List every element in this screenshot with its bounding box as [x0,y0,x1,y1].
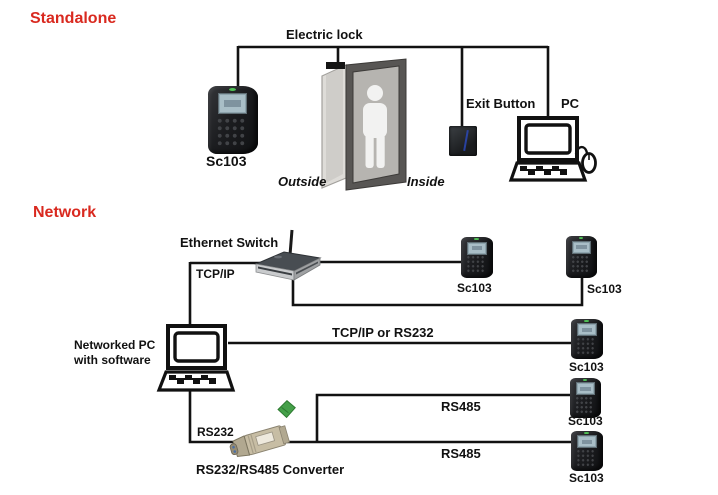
reader-led-icon [579,237,584,240]
sc103-network-label-4: Sc103 [568,414,603,428]
sc103-reader-network-4 [570,378,601,418]
switch-side [293,257,321,281]
pc-mouse-icon [574,145,597,174]
exit-button-device [449,126,477,156]
converter-terminal-block [277,400,296,419]
reader-keypad [465,255,485,274]
door-frame [345,58,407,191]
switch-antenna [288,229,294,256]
standalone-heading: Standalone [30,10,117,27]
reader-led-icon [584,320,589,323]
reader-led-icon [229,88,236,92]
network-heading: Network [33,204,97,221]
sc103-reader-network-3 [571,319,603,359]
reader-led-icon [583,379,588,382]
rs232-rs485-converter-illustration [229,400,296,458]
sc103-reader-network-5 [571,431,603,471]
standalone-wiring [236,45,550,128]
reader-lcd-screen [577,435,597,449]
reader-lcd-screen [575,382,595,396]
reader-lcd-screen [467,241,487,255]
sc103-network-label-5: Sc103 [569,471,604,485]
pc-illustration [508,116,597,182]
converter-label: RS232/RS485 Converter [196,462,345,477]
pc-label: PC [561,96,580,111]
rs485-label-2: RS485 [441,446,481,461]
reader-led-icon [584,432,589,435]
reader-lcd-screen [571,240,591,254]
converter-label-sticker [255,431,276,446]
rs485-label-1: RS485 [441,399,481,414]
network-switch-wiring [188,260,584,327]
reader-lcd-screen [217,93,247,114]
sc103-network-label-3: Sc103 [569,360,604,374]
pc-keys [169,375,216,384]
door-illustration [321,58,407,191]
rs232-label: RS232 [197,425,234,439]
sc103-network-label-1: Sc103 [457,281,492,295]
pc-screen [524,123,572,155]
person-silhouette [363,85,387,168]
sc103-reader-network-2 [566,236,597,278]
electric-lock-device [326,62,345,69]
reader-keypad [215,116,246,147]
exit-button-label: Exit Button [466,96,536,111]
sc103-network-label-2: Sc103 [587,282,622,296]
reader-led-icon [474,238,479,241]
pc-screen [173,331,220,363]
inside-label: Inside [407,174,445,189]
reader-lcd-screen [577,323,597,337]
sc103-standalone-label: Sc103 [206,153,247,169]
reader-keypad [574,396,594,414]
outside-label: Outside [278,174,327,189]
pc-keys [520,166,567,175]
sc103-reader-network-1 [461,237,493,278]
tcpip-label: TCP/IP [196,267,235,281]
network-pc-wiring [188,341,573,444]
electric-lock-label: Electric lock [286,27,363,42]
reader-keypad [570,254,590,274]
networked-pc-label: Networked PC with software [74,338,156,367]
ethernet-switch-label: Ethernet Switch [180,235,279,250]
door-panel-shade [326,67,343,183]
ethernet-switch-illustration [254,229,322,281]
reader-keypad [575,337,595,355]
sc103-reader-standalone [208,86,258,154]
tcpip-rs232-label: TCP/IP or RS232 [332,325,434,340]
reader-keypad [575,449,595,467]
networked-pc-illustration [156,324,236,392]
